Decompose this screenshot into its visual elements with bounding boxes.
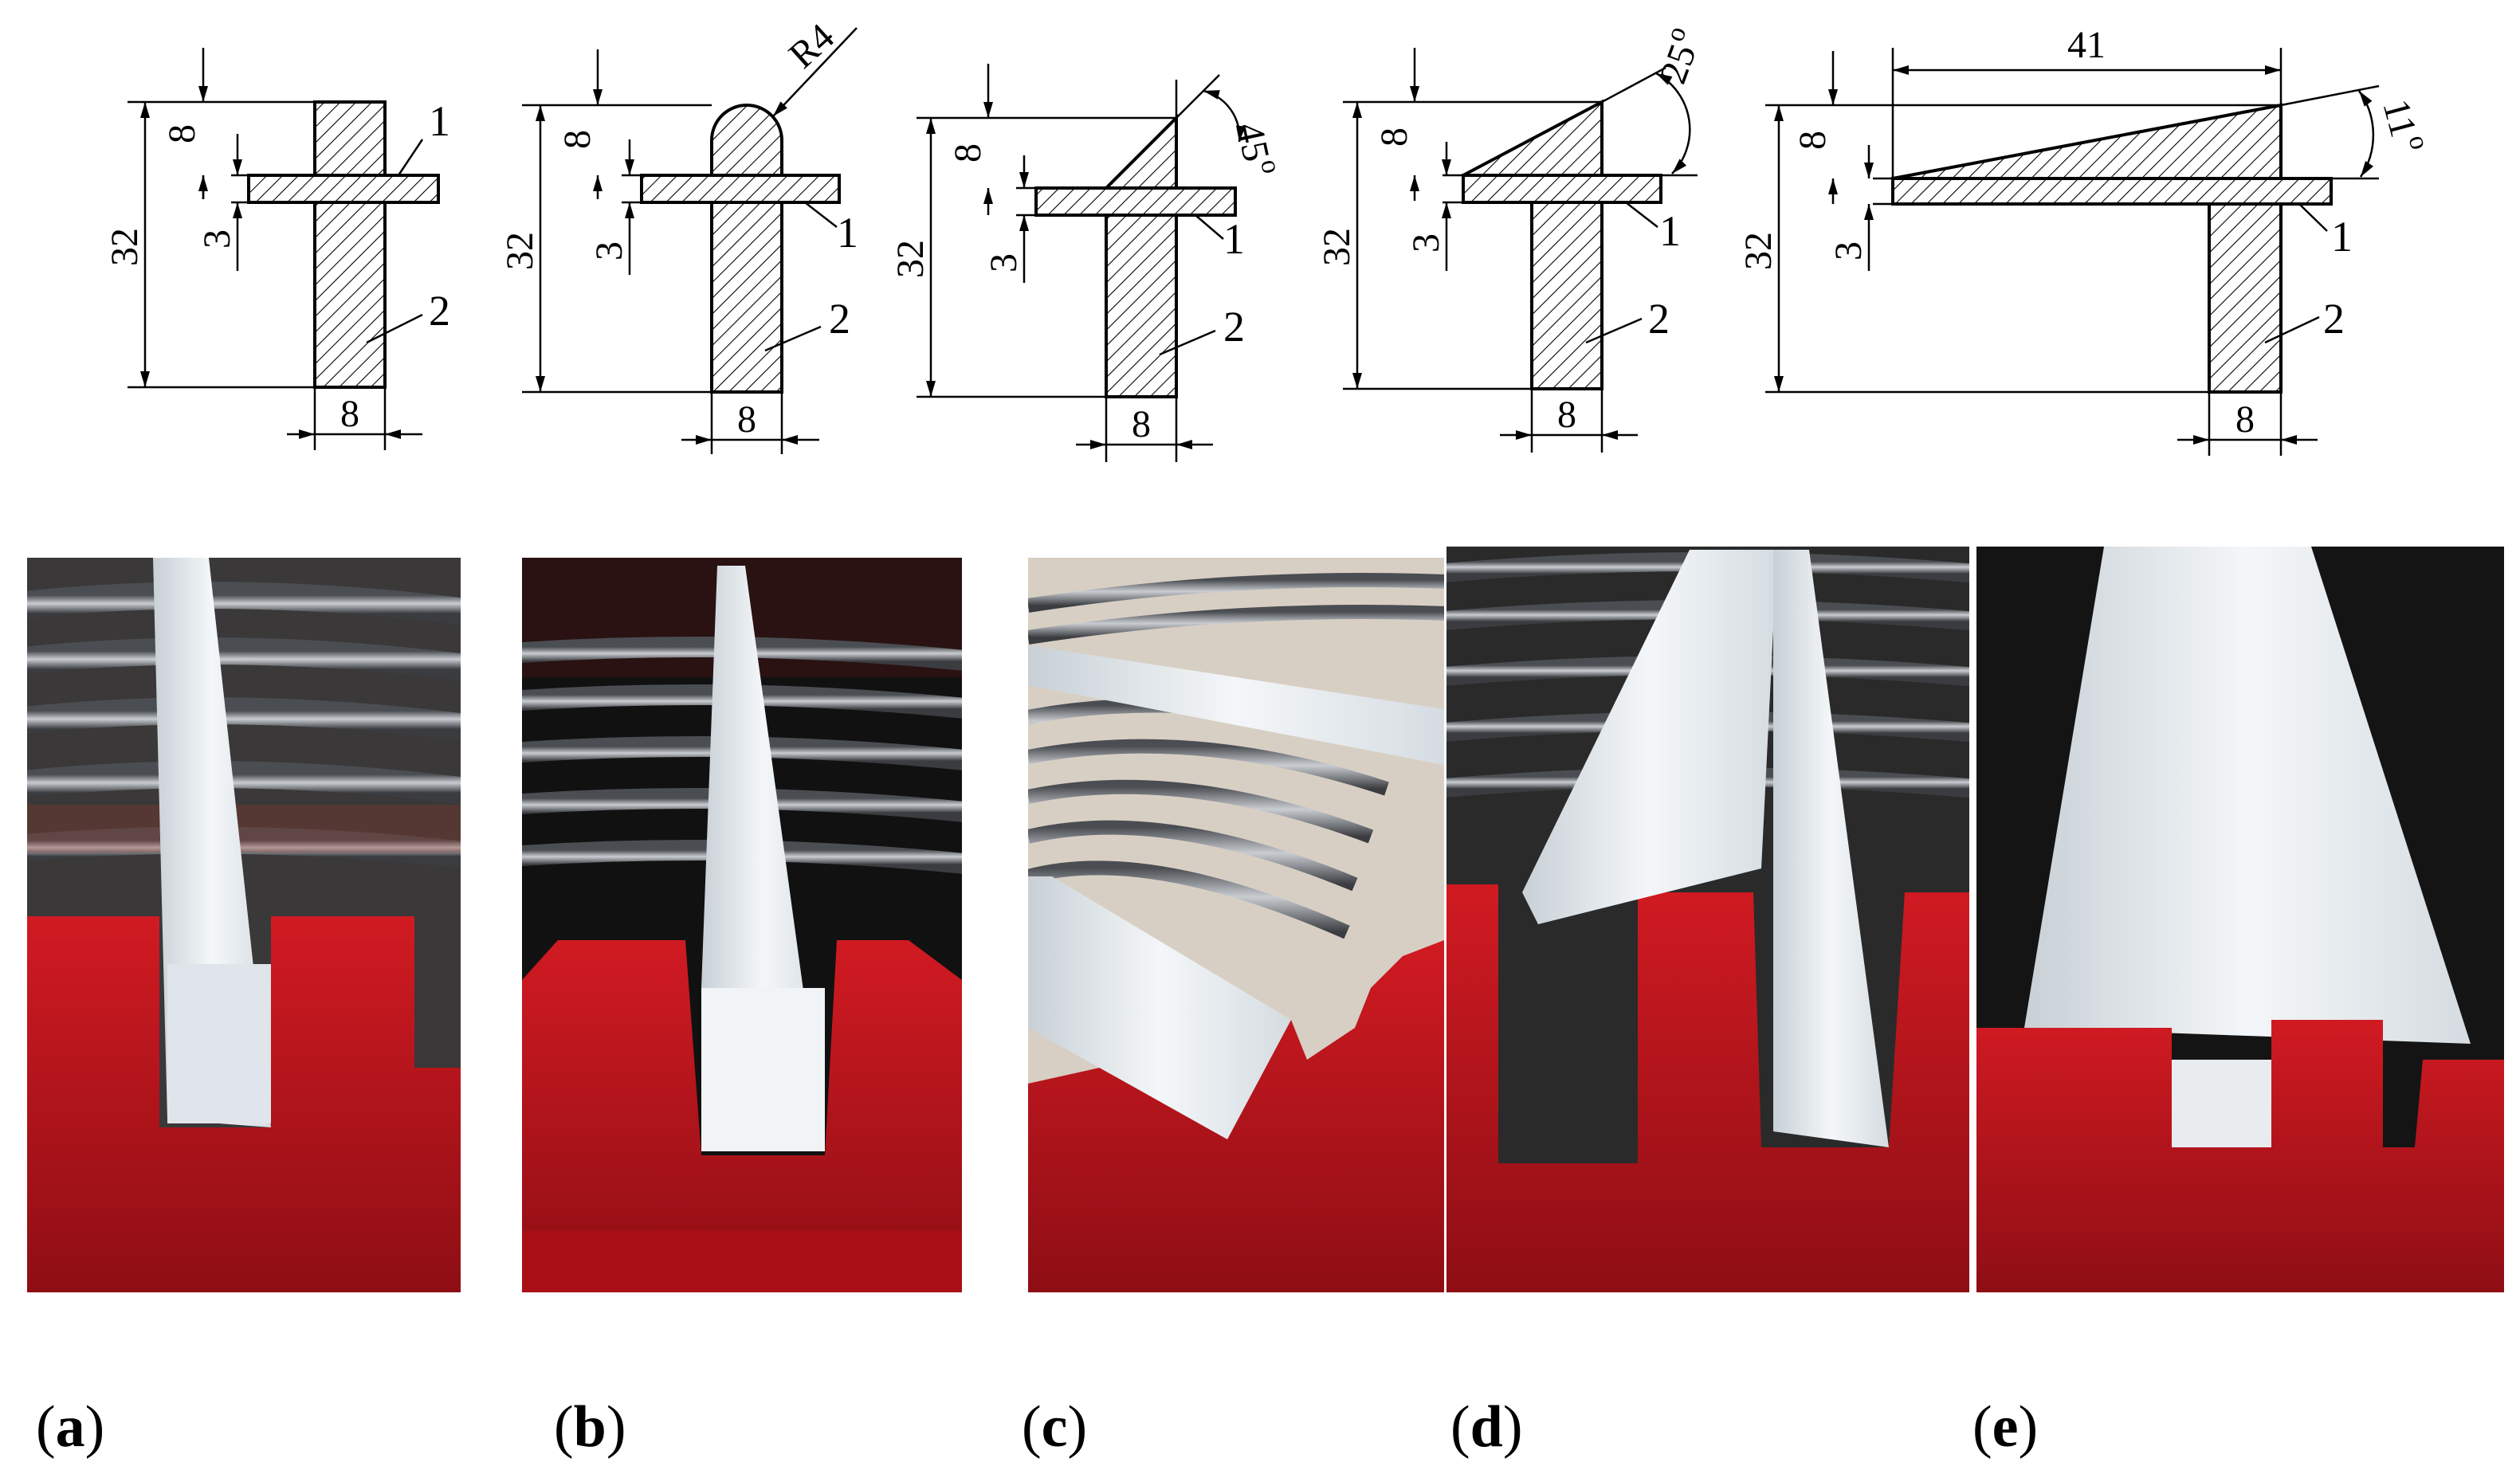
wire-coils-a (27, 582, 461, 868)
dim-plate-thickness-e: 3 (1827, 241, 1870, 261)
dim-angle-c: 45 o (1228, 119, 1286, 176)
bar-top-c (1102, 114, 1178, 190)
callout-plate-e: 1 (2331, 213, 2353, 261)
dim-width-c: 8 (1132, 403, 1151, 445)
caption-c: (c) (1022, 1394, 1087, 1460)
dim-total-height-a: 32 (104, 228, 146, 266)
dim-width-e: 8 (2235, 398, 2255, 441)
svg-text:(b): (b) (554, 1394, 626, 1460)
svg-text:11: 11 (2374, 95, 2424, 141)
plate-e (1891, 177, 2333, 206)
holder-a (27, 916, 461, 1292)
callout-plate-d: 1 (1659, 207, 1681, 255)
bar-bottom-a (313, 201, 387, 389)
callout-plate-b: 1 (837, 209, 858, 257)
caption-b: (b) (554, 1394, 626, 1460)
photo-panel-c (1028, 558, 1444, 1292)
bar-bottom-d (1530, 201, 1603, 390)
dim-width-d: 8 (1557, 394, 1576, 436)
bar-top-e (1892, 103, 2283, 180)
drawing-panel-b (522, 27, 858, 454)
dim-top-height-a: 8 (161, 124, 203, 143)
dim-top-height-b: 8 (556, 130, 599, 149)
bar-bottom-b (710, 201, 783, 394)
callout-plate-a: 1 (429, 97, 450, 145)
callout-bar-c: 2 (1223, 303, 1245, 351)
drawing-panel-e (1765, 48, 2380, 456)
bar-bottom-e (2208, 202, 2283, 394)
dim-top-height-e: 8 (1792, 131, 1834, 150)
svg-text:(e): (e) (1972, 1394, 2038, 1460)
dim-angle-e: 11 o (2374, 95, 2434, 152)
photo-panel-d (1446, 547, 1969, 1292)
dim-top-height-d: 8 (1373, 127, 1415, 147)
drawing-panel-d (1343, 48, 1698, 453)
dim-plate-thickness-d: 3 (1405, 233, 1447, 253)
wire-coils-c (1028, 573, 1444, 939)
plate-b (640, 174, 841, 204)
dim-radius-b: R4 (781, 15, 842, 76)
callout-bar-d: 2 (1648, 295, 1670, 343)
photo-panel-e (1976, 547, 2504, 1292)
callout-bar-e: 2 (2323, 295, 2345, 343)
plate-d (1462, 174, 1662, 204)
bar-top-b (710, 104, 783, 177)
callout-bar-b: 2 (829, 295, 850, 343)
plate-a (247, 174, 440, 204)
callout-bar-a: 2 (429, 287, 450, 335)
svg-text:(c): (c) (1022, 1394, 1087, 1460)
svg-text:25: 25 (1652, 39, 1705, 89)
bar-bottom-c (1105, 214, 1178, 398)
dim-plate-thickness-b: 3 (588, 241, 630, 261)
dim-top-height-c: 8 (947, 143, 989, 163)
wedge-plate-e (2024, 547, 2471, 1044)
bar-top-d (1462, 99, 1603, 177)
svg-text:(d): (d) (1450, 1394, 1522, 1460)
plate-c (1034, 186, 1237, 217)
bar-specimen-c-upper (1028, 645, 1444, 765)
drawing-panel-a (128, 48, 440, 450)
holder-e (1976, 1020, 2504, 1292)
dim-plate-thickness-c: 3 (983, 253, 1025, 272)
svg-text:(a): (a) (36, 1394, 104, 1460)
photo-panel-a (27, 558, 461, 1292)
caption-e: (e) (1972, 1394, 2038, 1460)
bar-specimen-c (1028, 876, 1291, 1139)
dim-total-height-d: 32 (1316, 228, 1358, 266)
dim-angle-d: 25 o (1652, 22, 1705, 89)
holder-d (1446, 884, 1969, 1292)
caption-a: (a) (36, 1394, 104, 1460)
dim-width-a: 8 (340, 393, 359, 435)
dim-total-height-b: 32 (499, 232, 541, 270)
bar-top-a (313, 100, 387, 177)
holder-b (522, 940, 962, 1292)
wedge-plate-d (1522, 550, 1777, 924)
callout-plate-c: 1 (1223, 215, 1245, 263)
caption-d: (d) (1450, 1394, 1522, 1460)
bar-specimen-d (1773, 550, 1889, 1147)
dim-total-height-c: 32 (889, 240, 932, 278)
dim-plate-thickness-a: 3 (196, 229, 238, 249)
dim-total-height-e: 32 (1737, 232, 1780, 270)
photo-panel-b (522, 558, 962, 1292)
dim-width-b: 8 (737, 398, 756, 441)
drawing-panel-c (917, 64, 1246, 462)
svg-text:45: 45 (1228, 119, 1278, 165)
dim-length-e: 41 (2067, 24, 2106, 66)
